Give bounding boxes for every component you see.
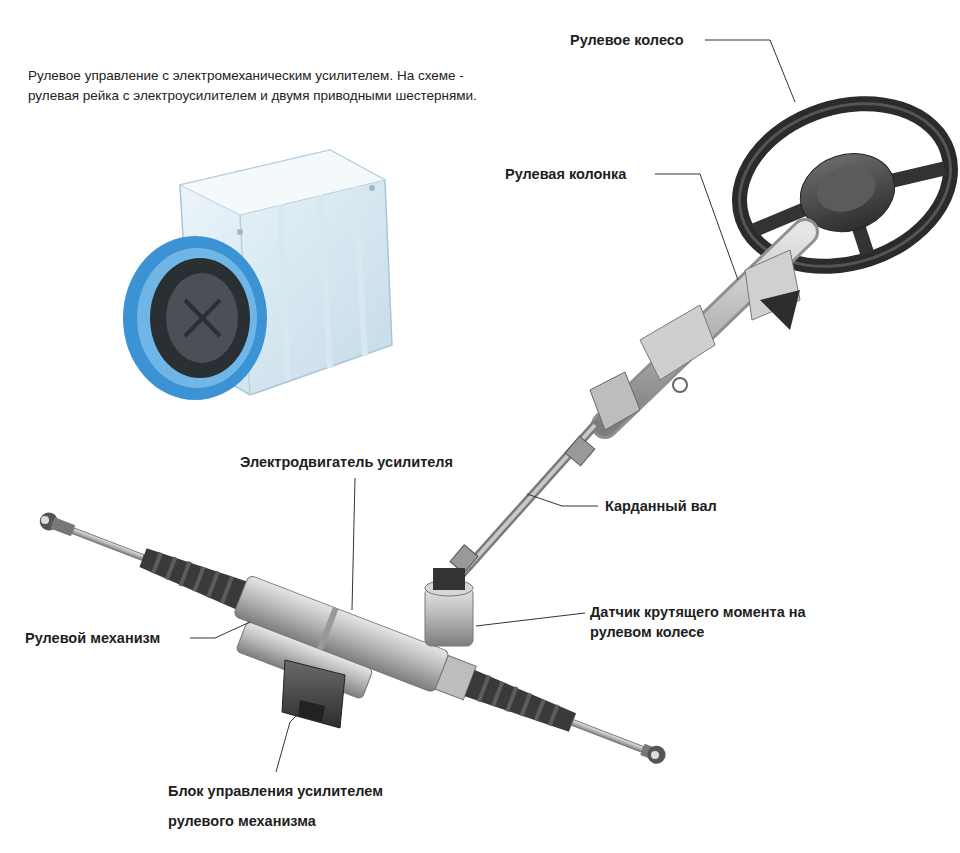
- part-label: Датчик крутящего момента на рулевом коле…: [590, 602, 810, 642]
- torque-sensor: [425, 568, 473, 646]
- part-label: Блок управления усилителем рулевого меха…: [168, 776, 418, 836]
- leader-line: [352, 478, 355, 610]
- steering-column: [590, 232, 805, 430]
- part-label: Электродвигатель усилителя: [240, 452, 480, 472]
- motor-illustration: [123, 150, 392, 400]
- steering-wheel: [718, 77, 960, 292]
- steering-rack: [21, 498, 673, 809]
- part-label: Рулевая колонка: [505, 164, 650, 184]
- part-label: Рулевой механизм: [25, 628, 190, 648]
- leader-lines: [190, 40, 795, 772]
- leader-line: [190, 622, 250, 638]
- diagram-title: Рулевое управление с электромеханическим…: [28, 66, 498, 106]
- leader-line: [276, 712, 300, 772]
- part-label: Рулевое колесо: [570, 30, 700, 50]
- leader-line: [527, 494, 598, 506]
- control-unit: [282, 660, 345, 728]
- part-label: Карданный вал: [605, 496, 745, 516]
- cardan-shaft: [450, 425, 595, 585]
- leader-line: [705, 40, 795, 102]
- leader-line: [655, 174, 738, 280]
- leader-line: [476, 613, 585, 626]
